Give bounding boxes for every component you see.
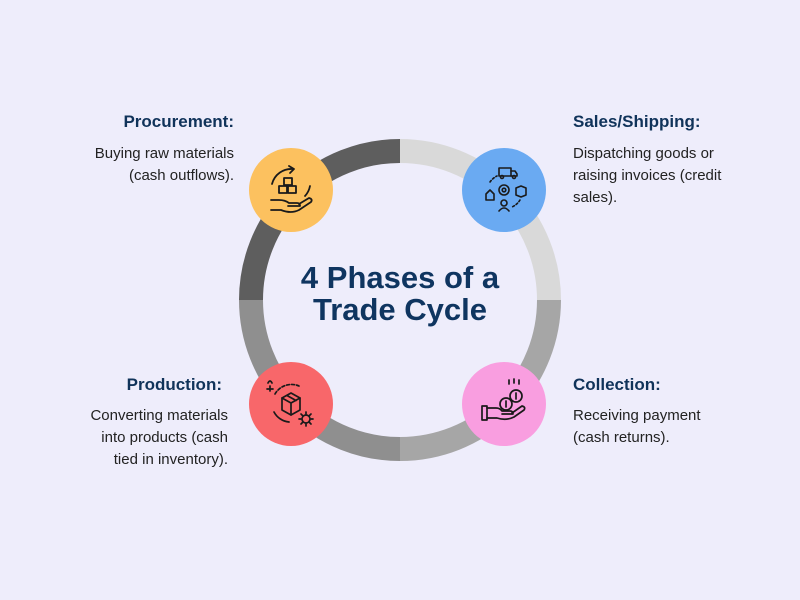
production-desc-line: Converting materials [90, 407, 228, 424]
procurement-heading: Procurement: [123, 112, 234, 131]
procurement-desc-line: (cash outflows). [128, 167, 234, 184]
sales-node [462, 148, 546, 232]
diagram-title: 4 Phases of a Trade Cycle [270, 262, 530, 326]
sales-desc-line: raising invoices (credit [573, 167, 722, 184]
collection-node [462, 362, 546, 446]
collection-description: Receiving payment (cash returns). [573, 405, 701, 449]
sales-desc-line: sales). [573, 189, 618, 206]
collection-desc-line: (cash returns). [573, 429, 670, 446]
box-gear-cycle-icon [266, 380, 314, 427]
production-description: Converting materials into products (cash… [90, 405, 228, 471]
production-heading: Production: [126, 375, 222, 394]
production-desc-line: tied in inventory). [113, 451, 228, 468]
collection-heading: Collection: [573, 375, 661, 394]
production-node [249, 362, 333, 446]
procurement-node [249, 148, 333, 232]
hand-with-coins-icon [481, 378, 526, 421]
sales-description: Dispatching goods or raising invoices (c… [573, 143, 721, 209]
title-line-1: 4 Phases of a [300, 260, 500, 295]
procurement-desc-line: Buying raw materials [94, 145, 234, 162]
production-desc-line: into products (cash [101, 429, 228, 446]
procurement-description: Buying raw materials (cash outflows). [95, 143, 234, 187]
collection-desc-line: Receiving payment [573, 407, 701, 424]
sales-heading: Sales/Shipping: [573, 112, 701, 131]
hand-with-boxes-icon [270, 165, 313, 213]
delivery-network-icon [485, 167, 527, 212]
title-line-2: Trade Cycle [312, 292, 488, 327]
sales-desc-line: Dispatching goods or [573, 145, 714, 162]
